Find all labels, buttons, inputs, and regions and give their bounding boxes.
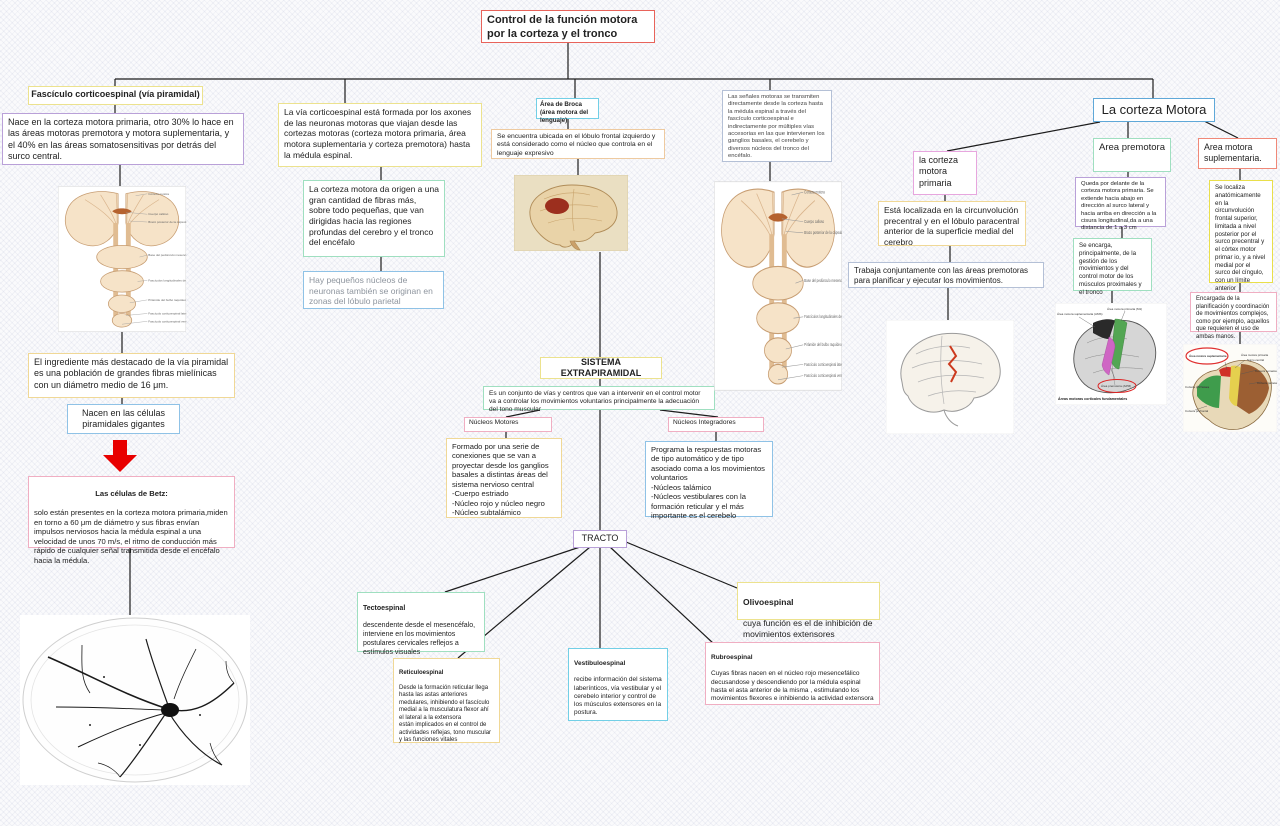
- tracto-olivoespinal: Olivoespinal cuya función es el de inhib…: [737, 582, 880, 639]
- area-premotora-label: Area premotora: [1093, 138, 1171, 172]
- areas2-label-prefrontal: Corteza prefrontal: [1185, 409, 1208, 413]
- area-premotora-encarga: Se encarga, principalmente, de la gestió…: [1073, 238, 1152, 296]
- area-broca-desc: Se encuentra ubicada en el lóbulo fronta…: [491, 129, 665, 159]
- areas2-label-surco: Surco central: [1247, 358, 1264, 362]
- rubroespinal-body: Cuyas fibras nacen en el núcleo rojo mes…: [711, 670, 874, 702]
- fibras-mielinicas-note: El ingrediente más destacado de la vía p…: [28, 353, 235, 398]
- vestibuloespinal-body: recibe información del sistema laberínti…: [574, 676, 662, 716]
- celulas-betz-note: Las células de Betz: solo están presente…: [28, 476, 235, 565]
- olivoespinal-body: cuya función es el de inhibición de movi…: [743, 617, 873, 639]
- nucleos-motores-desc: Formado por una serie de conexiones que …: [446, 438, 562, 518]
- reticuloespinal-title: Reticuloespinal: [399, 669, 444, 676]
- corteza-primaria-label: la corteza motora primaria: [913, 151, 977, 195]
- areas1-label-ams: Área motora suplementaria (AMS): [1057, 312, 1103, 316]
- celulas-piramidales-note: Nacen en las células piramidales gigante…: [67, 404, 180, 434]
- area-premotora-queda: Queda por delante de la corteza motora p…: [1075, 177, 1166, 231]
- corteza-fibras-note: La corteza motora da origen a una gran c…: [303, 180, 445, 257]
- reticuloespinal-body: Desde la formación reticular llega hasta…: [399, 684, 492, 744]
- area-suplementaria-encargada: Encargada de la planificación y coordina…: [1190, 292, 1277, 340]
- rubroespinal-title: Rubroespinal: [711, 654, 753, 662]
- celulas-betz-body: solo están presentes en la corteza motor…: [34, 508, 228, 565]
- corticospinal-tract-image-left: [52, 186, 192, 332]
- areas2-label-somato: Corteza somatosensorial primaria: [1255, 369, 1277, 373]
- corteza-motora-title: La corteza Motora: [1093, 98, 1215, 122]
- red-down-arrow: [103, 440, 137, 472]
- areas2-label-suplementaria: Área motora suplementaria: [1189, 353, 1227, 358]
- page-title: Control de la función motora por la cort…: [481, 10, 655, 43]
- celulas-betz-title: Las células de Betz:: [95, 489, 168, 499]
- areas1-caption: Áreas motoras corticales fundamentales: [1058, 396, 1127, 401]
- areas1-label-m1: Área motora primaria (M1): [1107, 307, 1142, 311]
- tracto-rubroespinal: Rubroespinal Cuyas fibras nacen en el nú…: [705, 642, 880, 705]
- area-suplementaria-label: Area motora suplementaria.: [1198, 138, 1277, 169]
- betz-cell-image: [20, 615, 250, 785]
- areas1-label-apm: Área premotora (APM): [1101, 384, 1131, 388]
- tracto-label: TRACTO: [573, 530, 627, 548]
- via-corticoespinal-note: La vía corticoespinal está formada por l…: [278, 103, 482, 167]
- corteza-primaria-trabaja: Trabaja conjuntamente con las áreas prem…: [848, 262, 1044, 288]
- areas2-label-premotora: Corteza premotora: [1185, 385, 1209, 389]
- olivoespinal-title: Olivoespinal: [743, 596, 794, 607]
- area-broca-label: Área de Broca (área motora del lenguaje): [536, 98, 599, 124]
- tracto-tectoespinal: Tectoespinal descendente desde el mesenc…: [357, 592, 485, 656]
- nucleos-integradores-desc: Programa la respuestas motoras de tipo a…: [645, 441, 773, 520]
- nucleos-motores-label: Núcleos Motores: [464, 417, 552, 432]
- brain-sketch-image: [886, 320, 1014, 434]
- fasciculo-corticoespinal-label: Fascículo corticoespinal (vía piramidal): [28, 86, 203, 105]
- tracto-reticuloespinal: Reticuloespinal Desde la formación retic…: [393, 658, 500, 743]
- tracto-vestibuloespinal: Vestibuloespinal recibe información del …: [568, 648, 668, 721]
- fasciculo-origin-note: Nace en la corteza motora primaria, otro…: [2, 113, 244, 165]
- vestibuloespinal-title: Vestibuloespinal: [574, 660, 626, 668]
- tectoespinal-body: descendente desde el mesencéfalo, interv…: [363, 622, 476, 656]
- broca-brain-image: [514, 175, 628, 251]
- areas2-label-parietal: Corteza parietal posterior: [1257, 381, 1277, 385]
- sistema-extrapiramidal-title: SISTEMA EXTRAPIRAMIDAL: [540, 357, 662, 379]
- nucleos-integradores-label: Núcleos Integradores: [668, 417, 764, 432]
- tectoespinal-title: Tectoespinal: [363, 604, 406, 612]
- supplementary-area-brain-image: Área motora suplementaria Área motora pr…: [1183, 344, 1277, 432]
- motor-areas-brain-image: Área motora primaria (M1) Área motora su…: [1055, 303, 1167, 405]
- corticospinal-tract-image-right: [714, 181, 842, 391]
- corteza-primaria-localizada: Está localizada en la circunvolución pre…: [878, 201, 1026, 247]
- senales-motoras-note: Las señales motoras se transmiten direct…: [722, 90, 832, 162]
- area-suplementaria-localiza: Se localiza anatómicamente en la circunv…: [1209, 180, 1273, 292]
- sistema-extrapiramidal-desc: Es un conjunto de vías y centros que van…: [483, 386, 715, 413]
- areas2-label-primaria: Área motora primaria: [1241, 353, 1269, 357]
- lobulo-parietal-note: Hay pequeños núcleos de neuronas también…: [303, 271, 444, 309]
